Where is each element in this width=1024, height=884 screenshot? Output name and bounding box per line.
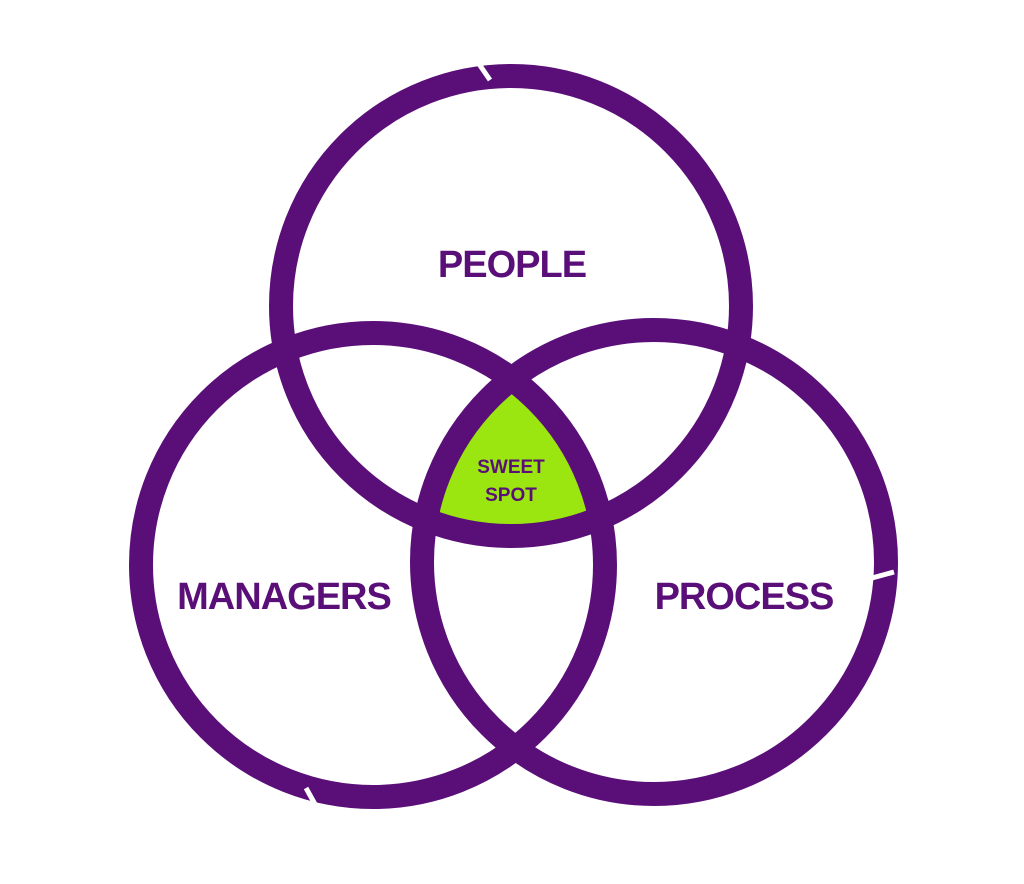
- process-circle: [410, 318, 898, 806]
- people-circle: [269, 64, 753, 548]
- sweet-spot-label-line2: SPOT: [485, 485, 537, 506]
- sweet-spot-label-line1: SWEET: [477, 457, 545, 478]
- managers-ring-gap: [303, 786, 319, 808]
- managers-circle: [129, 321, 617, 809]
- people-ring-gap: [476, 62, 493, 82]
- sweet-spot-region: [422, 333, 605, 536]
- process-label: PROCESS: [655, 576, 834, 618]
- managers-label: MANAGERS: [177, 576, 391, 618]
- people-label: PEOPLE: [438, 244, 586, 286]
- process-ring-gap: [871, 569, 895, 581]
